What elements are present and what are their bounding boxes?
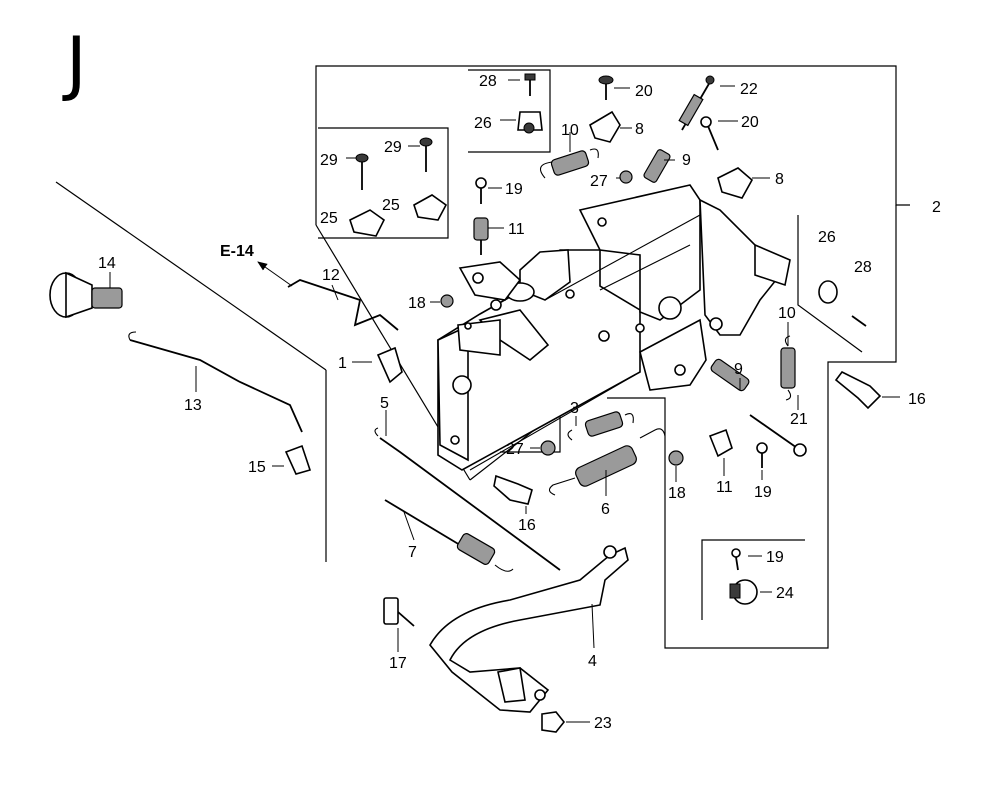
group-box-26-28-right <box>797 215 863 353</box>
callout-23: 23 <box>594 715 612 732</box>
reference-label-e14: E-14 <box>220 243 254 260</box>
callout-9-right: 9 <box>734 361 743 378</box>
callout-19-box: 19 <box>766 549 784 566</box>
screw-19-low <box>756 442 768 468</box>
screw-20-top <box>598 75 614 100</box>
bolt-11-low <box>708 428 733 458</box>
callout-labels: 28 20 22 26 10 8 20 29 29 9 27 8 19 2 25… <box>98 73 941 732</box>
nut-23 <box>541 711 566 733</box>
throttle-lever-4 <box>429 545 629 713</box>
callout-10: 10 <box>561 122 579 139</box>
callout-25-right: 25 <box>382 197 400 214</box>
callout-29-left: 29 <box>320 152 338 169</box>
callout-20-right: 20 <box>741 114 759 131</box>
spring-7 <box>384 499 514 572</box>
bolt-11-top <box>473 217 489 255</box>
spring-9-right <box>710 358 750 392</box>
nut-18-low <box>668 450 684 466</box>
group-box-19-24 <box>701 539 805 620</box>
spring-6 <box>548 428 666 496</box>
callout-2: 2 <box>932 199 941 216</box>
callout-10-right: 10 <box>778 305 796 322</box>
spring-10-right <box>780 335 796 401</box>
callout-1: 1 <box>338 355 347 372</box>
spring-10-top <box>539 148 599 179</box>
screw-29-left <box>355 153 369 190</box>
control-base-plate <box>437 184 791 471</box>
callout-17: 17 <box>389 655 407 672</box>
callout-27-low: 27 <box>506 441 524 458</box>
group-box-29-25 <box>318 127 449 239</box>
callout-16-right: 16 <box>908 391 926 408</box>
callout-14: 14 <box>98 255 116 272</box>
bolt-16-low <box>493 474 533 505</box>
callout-11: 11 <box>508 221 525 238</box>
knob-24 <box>729 579 758 605</box>
callout-21: 21 <box>790 411 808 428</box>
callout-26-right: 26 <box>818 229 836 246</box>
callout-18-low: 18 <box>668 485 686 502</box>
callout-29-right: 29 <box>384 139 402 156</box>
callout-18: 18 <box>408 295 426 312</box>
clip-8-top <box>589 110 621 143</box>
screw-29-right <box>419 137 433 172</box>
callout-16-low: 16 <box>518 517 536 534</box>
screw-19-box <box>731 548 741 571</box>
rod-12 <box>287 279 399 331</box>
diagram-section-letter: J <box>66 22 87 104</box>
clip-8-right <box>717 167 754 199</box>
callout-15: 15 <box>248 459 266 476</box>
bolt-28-top <box>524 73 536 96</box>
callout-7: 7 <box>408 544 417 561</box>
callout-13: 13 <box>184 397 202 414</box>
rod-13 <box>128 331 303 433</box>
callout-5: 5 <box>380 395 389 412</box>
callout-8: 8 <box>635 121 644 138</box>
callout-12: 12 <box>322 267 340 284</box>
clip-25-right <box>413 194 448 221</box>
callout-3: 3 <box>570 400 579 417</box>
reference-arrow <box>257 261 293 287</box>
nut-18-left <box>440 294 454 308</box>
clip-15 <box>284 444 312 475</box>
screw-19-top <box>475 177 487 204</box>
collar-26-top <box>517 111 543 134</box>
nut-27-top <box>619 170 633 184</box>
callout-9: 9 <box>682 152 691 169</box>
bolt-17 <box>383 597 415 627</box>
spring-9-top <box>643 149 671 183</box>
clip-25-left <box>349 209 386 237</box>
callout-25-left: 25 <box>320 210 338 227</box>
callout-24: 24 <box>776 585 794 602</box>
callout-leaders <box>109 79 900 723</box>
rod-5 <box>374 427 561 571</box>
bolt-1-clip <box>376 346 403 384</box>
callout-11-low: 11 <box>716 479 733 496</box>
choke-knob-14 <box>49 271 123 319</box>
bolt-28-right <box>851 315 867 327</box>
collar-26-right <box>818 280 838 304</box>
callout-26: 26 <box>474 115 492 132</box>
spring-22-rod <box>678 75 715 131</box>
callout-4: 4 <box>588 653 597 670</box>
callout-19: 19 <box>505 181 523 198</box>
callout-27: 27 <box>590 173 608 190</box>
callout-28: 28 <box>479 73 497 90</box>
spring-3 <box>567 411 634 441</box>
bolt-16-right <box>834 370 882 410</box>
callout-6: 6 <box>601 501 610 518</box>
callout-19-low: 19 <box>754 484 772 501</box>
callout-8-right: 8 <box>775 171 784 188</box>
callout-28-right: 28 <box>854 259 872 276</box>
callout-22: 22 <box>740 81 758 98</box>
bolt-21 <box>749 414 807 457</box>
nut-27-low <box>540 440 556 456</box>
screw-20-right <box>700 116 719 151</box>
group-box-28-26 <box>468 69 551 153</box>
callout-20: 20 <box>635 83 653 100</box>
